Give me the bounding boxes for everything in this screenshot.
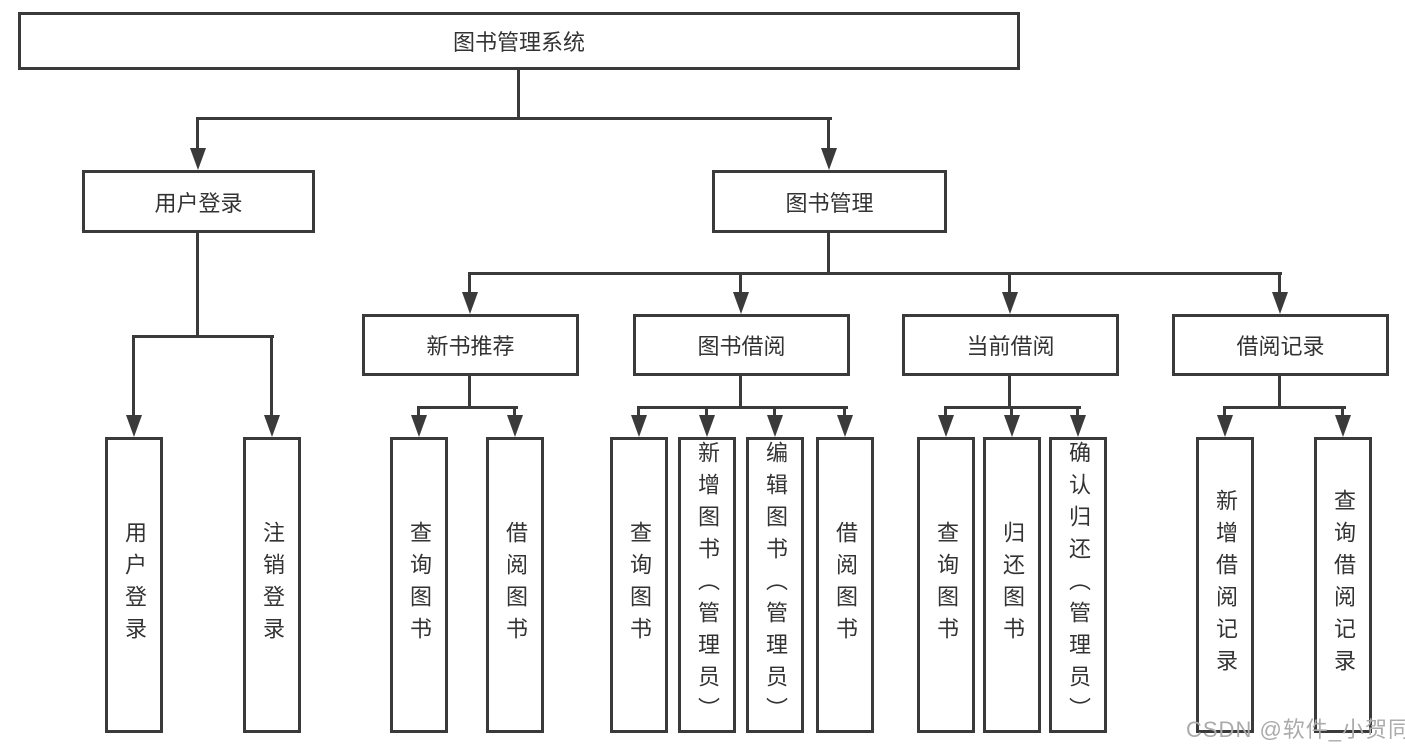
connector-user-login-bar [132, 335, 274, 338]
connector-new-rec-bar [417, 406, 518, 409]
connector-new-rec-stem [468, 272, 471, 296]
leaf-label: 新增图书（管理员） [695, 441, 720, 729]
arrow-to-leaf [767, 415, 783, 437]
node-label: 图书管理 [785, 190, 874, 216]
connector-leaf-stem [843, 406, 846, 419]
leaf-logout: 注销登录 [243, 437, 301, 733]
connector-book-borrow-down [739, 376, 742, 406]
node-label: 当前借阅 [966, 334, 1055, 359]
connector-borrow-rec-stem [1278, 272, 1281, 296]
arrow-to-book-mgmt [821, 148, 837, 170]
leaf-label: 查询图书 [627, 521, 652, 649]
node-label: 图书借阅 [697, 334, 786, 359]
leaf-label: 编辑图书（管理员） [763, 441, 788, 729]
arrow-to-leaf [1335, 415, 1351, 437]
node-new-book-recommend: 新书推荐 [362, 314, 579, 376]
leaf-query-books-current: 查询图书 [917, 437, 975, 733]
leaf-edit-books-admin: 编辑图书（管理员） [746, 437, 804, 733]
arrow-to-leaf [938, 415, 954, 437]
leaf-label: 查询图书 [934, 521, 959, 649]
watermark: CSDN @软件_小贺同学 [1186, 717, 1405, 742]
arrow-to-leaf-logout [264, 415, 280, 437]
node-user-login: 用户登录 [82, 170, 315, 233]
arrow-to-borrow-rec [1272, 292, 1288, 314]
arrow-to-leaf-user-login [126, 415, 142, 437]
connector-book-borrow-bar [637, 406, 848, 409]
connector-leaf-stem [773, 406, 776, 419]
leaf-add-books-admin: 新增图书（管理员） [678, 437, 736, 733]
connector-leaf-stem [944, 406, 947, 419]
connector-user-login-down [196, 233, 199, 335]
arrow-to-leaf [837, 415, 853, 437]
arrow-to-new-rec [462, 292, 478, 314]
connector-leaf-stem [1076, 406, 1079, 419]
connector-new-rec-down [468, 376, 471, 406]
node-label: 用户登录 [154, 190, 243, 216]
connector-book-borrow-stem [739, 272, 742, 296]
leaf-label: 查询图书 [407, 521, 432, 649]
connector-borrow-rec-bar [1223, 406, 1346, 409]
connector-leaf-user-login-stem [132, 335, 135, 419]
leaf-borrow-books: 借阅图书 [816, 437, 874, 733]
arrow-to-leaf [1217, 415, 1233, 437]
connector-leaf-stem [1010, 406, 1013, 419]
arrow-to-leaf [631, 415, 647, 437]
connector-leaf-stem [637, 406, 640, 419]
connector-leaf-stem [1223, 406, 1226, 419]
connector-leaf-logout-stem [270, 335, 273, 419]
leaf-add-borrow-record: 新增借阅记录 [1196, 437, 1254, 733]
connector-cur-borrow-down [1008, 376, 1011, 406]
leaf-label: 注销登录 [260, 521, 285, 649]
connector-leaf-stem [1341, 406, 1344, 419]
connector-user-login-stem [196, 117, 199, 152]
node-book-borrowing: 图书借阅 [633, 314, 850, 376]
connector-root-stem [517, 70, 520, 117]
connector-leaf-stem [417, 406, 420, 419]
connector-level2-bar [468, 272, 1282, 275]
connector-cur-borrow-stem [1008, 272, 1011, 296]
node-label: 借阅记录 [1236, 334, 1325, 359]
arrow-to-leaf [411, 415, 427, 437]
leaf-label: 确认归还（管理员） [1066, 441, 1091, 729]
node-borrowing-records: 借阅记录 [1172, 314, 1389, 376]
leaf-return-books: 归还图书 [983, 437, 1041, 733]
connector-borrow-rec-down [1278, 376, 1281, 406]
node-book-management: 图书管理 [712, 170, 947, 233]
leaf-borrow-books-recommend: 借阅图书 [486, 437, 544, 733]
leaf-label: 借阅图书 [833, 521, 858, 649]
arrow-to-cur-borrow [1002, 292, 1018, 314]
connector-book-mgmt-stem [827, 117, 830, 152]
leaf-user-login: 用户登录 [105, 437, 163, 733]
connector-leaf-stem [705, 406, 708, 419]
leaf-query-books-recommend: 查询图书 [390, 437, 448, 733]
arrow-to-leaf [1004, 415, 1020, 437]
node-library-management-system: 图书管理系统 [18, 12, 1020, 70]
arrow-to-leaf [507, 415, 523, 437]
node-label: 图书管理系统 [452, 30, 585, 55]
leaf-query-books-borrowing: 查询图书 [610, 437, 668, 733]
leaf-query-borrow-record: 查询借阅记录 [1314, 437, 1372, 733]
node-label: 新书推荐 [426, 334, 515, 359]
leaf-label: 归还图书 [1000, 521, 1025, 649]
leaf-label: 新增借阅记录 [1213, 489, 1238, 681]
arrow-to-leaf [699, 415, 715, 437]
connector-level1-bar [197, 117, 832, 120]
arrow-to-user-login [190, 148, 206, 170]
leaf-label: 用户登录 [122, 521, 147, 649]
leaf-confirm-return-admin: 确认归还（管理员） [1049, 437, 1107, 733]
connector-leaf-stem [513, 406, 516, 419]
arrow-to-book-borrow [733, 292, 749, 314]
arrow-to-leaf [1070, 415, 1086, 437]
leaf-label: 查询借阅记录 [1331, 489, 1356, 681]
leaf-label: 借阅图书 [503, 521, 528, 649]
connector-book-mgmt-down [827, 233, 830, 272]
node-current-borrowing: 当前借阅 [902, 314, 1119, 376]
